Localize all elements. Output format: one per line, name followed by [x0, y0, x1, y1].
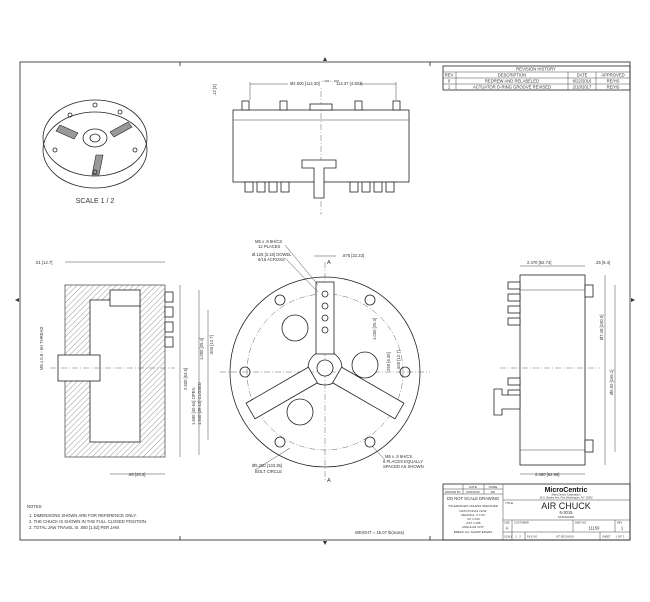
file-number: 6T-3015-000	[556, 535, 573, 539]
iso-scale-label: SCALE 1 / 2	[76, 198, 115, 205]
tolerance-item: .XXX ±.005	[465, 521, 480, 525]
isometric-view: SCALE 1 / 2	[42, 99, 148, 205]
callout-mount: SPACED AS SHOWN	[383, 464, 424, 469]
tolerance-item: FRACTIONAL ±1/32	[459, 509, 487, 513]
side-fittings	[507, 281, 521, 398]
customer-label: CUSTOMER	[514, 521, 529, 525]
front-view: A A M5 x .8 6H/CS 12 PLACES Ø.125 [3.18]…	[191, 239, 430, 484]
section-fittings	[164, 291, 174, 348]
callout-dowel: 9/16 ACROSS	[258, 257, 285, 262]
revision-cell: 2/10/2017	[573, 85, 592, 90]
title-block: DATE NAME DRAWN BY 8/22/2016 RE DO NOT S…	[442, 483, 631, 541]
scale-label: SCALE	[504, 535, 513, 539]
size-value: A	[506, 526, 509, 531]
callout-mount: M5 x .8 6H/CS	[385, 454, 412, 459]
description-header: DESCRIPTION	[498, 73, 527, 78]
rev-header: REV	[445, 73, 454, 78]
dim-right-3: .250 [6.35]	[386, 352, 391, 372]
side-dim-top-right: .25 [6.4]	[595, 260, 610, 265]
revision-cell: REDREW AND RELABELED	[485, 79, 539, 84]
dim-left-3: 1.600 [40.64] OPEN	[191, 388, 196, 425]
jaw-slots	[245, 281, 405, 420]
sheet-label: SHEET	[602, 535, 611, 539]
drawn-name-header: NAME	[489, 485, 498, 489]
side-view: 2.470 [62.74] .25 [6.4] Ø7.48 [190.0] Ø6…	[493, 260, 616, 477]
dwg-label: DWG NO.	[575, 521, 587, 525]
company-logo: MicroCentric	[545, 487, 588, 494]
top-view: Ø4.500 [114.30] +.001 / -.000 114.37 [4.…	[212, 79, 410, 215]
file-label: FILE NO.	[527, 535, 538, 539]
weight-label: WEIGHT = 15.07 lb(mass)	[355, 530, 405, 535]
dim-left-2: .500 [12.7]	[209, 335, 214, 355]
note-item: 2. THE CHUCK IS SHOWN IN THE FULL CLOSED…	[29, 519, 147, 524]
size-label: SIZE	[504, 521, 510, 525]
side-dim-dia-1: Ø7.48 [190.0]	[599, 315, 604, 340]
do-not-scale: DO NOT SCALE DRAWING	[447, 496, 499, 501]
section-dim-bottom: .80 [20.3]	[128, 472, 145, 477]
tolerances-title: TOLERANCES UNLESS SPECIFIED	[448, 504, 499, 508]
finish-note: BREAK ALL SHARP EDGES	[454, 530, 493, 534]
tolerance-item: ANGULAR ±0.5°	[462, 525, 485, 529]
air-fittings	[244, 181, 395, 193]
dim-right-2: .500 [12.7]	[396, 350, 401, 370]
note-item: 1. DIMENSIONS SHOWN ARE FOR REFERENCE ON…	[29, 513, 137, 518]
top-dim-tolerance: +.001 / -.000	[322, 79, 339, 83]
section-dim-height: 2.500 [63.5]	[183, 368, 188, 390]
revision-table: REVISION HISTORY REV DESCRIPTION DATE AP…	[442, 65, 631, 91]
side-dim-top-left: 2.470 [62.74]	[527, 260, 551, 265]
dim-left-4: 1.540 [39.12] CLOSED	[197, 382, 202, 425]
callout-mount: 6 PLACES EQUALLY	[383, 459, 423, 464]
part-number: 6-3015	[559, 510, 573, 515]
notes: NOTES: 1. DIMENSIONS SHOWN ARE FOR REFER…	[27, 504, 147, 530]
date-header: DATE	[577, 73, 588, 78]
revision-cell: ACTUATOR O-RING GROOVE REVISED	[473, 85, 551, 90]
rev-label: REV	[617, 521, 623, 525]
top-dim-height: .12 [3]	[212, 84, 217, 96]
mount-holes	[239, 294, 411, 448]
section-dim-thread: M5 x 0.8 - 6H THREAD	[39, 327, 44, 370]
dim-width: .875 [22.23]	[342, 253, 364, 258]
drawn-name: RE	[491, 490, 495, 494]
revision-cell: 0	[448, 79, 451, 84]
drawn-by-label: DRAWN BY	[445, 490, 461, 494]
company-sub: MicroCentric Corporation	[552, 493, 581, 497]
rev-value: 1	[621, 526, 624, 531]
revision-table-title: REVISION HISTORY	[516, 67, 556, 72]
drawn-date-header: DATE	[469, 485, 477, 489]
drawn-date: 8/22/2016	[466, 490, 480, 494]
callout-bolt-circle: BOLT CIRCLE	[255, 469, 282, 474]
callout-dowel: Ø.125 [3.18] DOWEL	[252, 252, 292, 257]
section-view: .51 [12.7] M5 x 0.8 - 6H THREAD 2.500 [6…	[35, 260, 188, 477]
dwg-number: 11159	[588, 526, 600, 531]
company-address: 25 S. Bayles Ave, Port Washington, NY 11…	[540, 496, 593, 500]
scale-value: 1 : 2	[515, 535, 521, 539]
drawing-title: AIR CHUCK	[541, 501, 591, 511]
tolerance-item: DECIMAL .X ±.03	[461, 513, 485, 517]
callout-holes: 12 PLACES	[258, 244, 281, 249]
sheet-value: 1 OF 1	[615, 535, 625, 539]
top-dim-metric: 114.37 [4.503]	[336, 81, 362, 86]
approved-header: APPROVED	[601, 73, 624, 78]
part-sub: STANDARD	[558, 515, 575, 519]
section-marker-bottom: A	[327, 478, 331, 484]
notes-title: NOTES:	[27, 504, 43, 509]
top-dim-diameter: Ø4.500 [114.30]	[290, 81, 320, 86]
callout-bolt-circle: Ø5.250 [133.35]	[252, 463, 282, 468]
dim-right-1: 1.000 [25.4]	[372, 318, 377, 340]
section-dim-top: .51 [12.7]	[35, 260, 52, 265]
revision-cell: RE/HS	[607, 79, 620, 84]
dim-left-1: 1.000 [25.4]	[199, 338, 204, 360]
revision-cell: 8/22/2016	[573, 79, 592, 84]
revision-cell: RE/HS	[607, 85, 620, 90]
tolerance-item: .XX ±.010	[466, 517, 479, 521]
title-label: TITLE	[505, 501, 513, 505]
callout-holes: M5 x .8 6H/CS	[255, 239, 282, 244]
side-dim-dia-2: Ø6.50 [165.1]	[609, 370, 614, 395]
side-dim-bottom: 2.480 [62.99]	[535, 472, 559, 477]
sheet-border	[15, 57, 635, 545]
section-marker-top: A	[327, 260, 331, 266]
revision-cell: 1	[448, 85, 451, 90]
pistons	[281, 314, 379, 426]
note-item: 3. TOTAL JAW TRAVEL IS .060 [1.52] PER J…	[29, 525, 120, 530]
